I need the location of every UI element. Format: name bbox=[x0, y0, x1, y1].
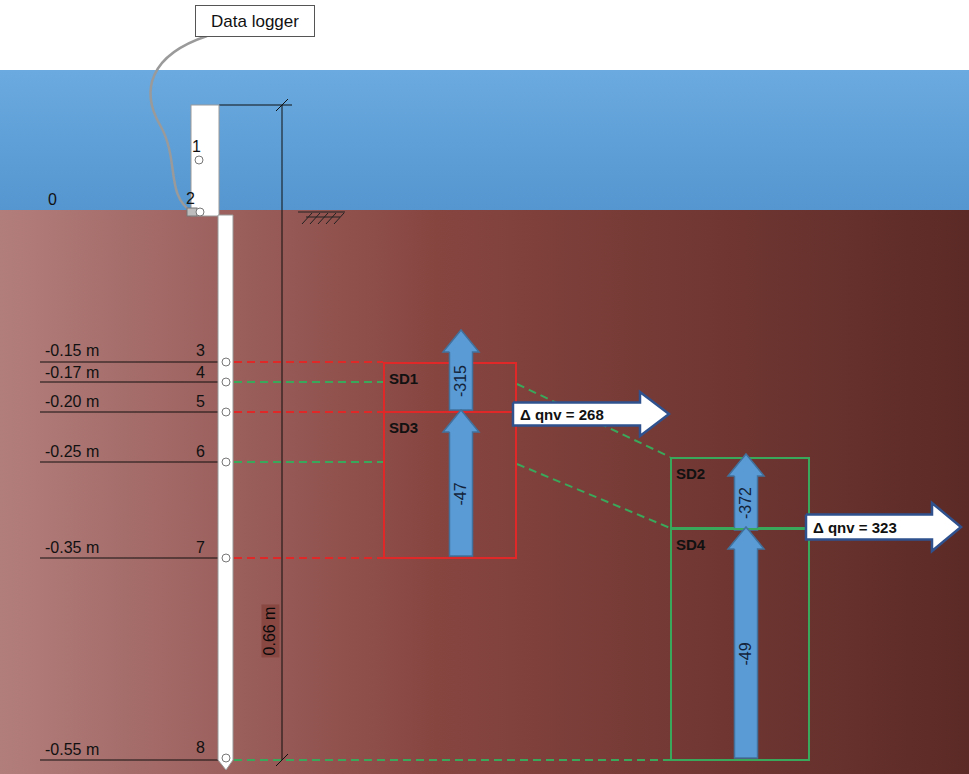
arrow-outline bbox=[443, 410, 479, 556]
depth-line bbox=[40, 382, 218, 383]
depth-line bbox=[40, 362, 218, 363]
sensor bbox=[222, 408, 230, 416]
depth-label: 0 bbox=[48, 192, 57, 208]
depth-line bbox=[40, 462, 218, 463]
dimension-tick bbox=[276, 754, 288, 766]
depth-line bbox=[40, 760, 218, 761]
net-flux-arrow: Δ qnv = 323 bbox=[805, 502, 962, 552]
flux-value: Δ qnv = 323 bbox=[813, 520, 897, 535]
depth-label: 3 bbox=[196, 343, 205, 359]
hatch-line bbox=[334, 213, 344, 224]
flux-value: Δ qnv = 268 bbox=[520, 407, 604, 422]
green-dashed-line bbox=[517, 464, 670, 528]
depth-label: 2 bbox=[186, 191, 195, 207]
sensor bbox=[222, 554, 230, 562]
hatch-line bbox=[298, 212, 345, 213]
arrow-outline bbox=[443, 330, 479, 410]
flux-value: -49 bbox=[738, 642, 754, 665]
soil-layer bbox=[0, 210, 969, 774]
green-dashed-line bbox=[234, 461, 383, 463]
dimension-line bbox=[282, 105, 283, 760]
green-dashed-line bbox=[234, 381, 383, 383]
sensor bbox=[222, 458, 230, 466]
net-flux-arrow: Δ qnv = 268 bbox=[512, 391, 670, 437]
flux-arrow: -49 bbox=[728, 527, 764, 758]
depth-label: -0.17 m bbox=[45, 365, 99, 381]
box-label: Data logger bbox=[211, 13, 299, 30]
sensor bbox=[222, 378, 230, 386]
flux-value: -372 bbox=[738, 487, 754, 519]
box-label: SD4 bbox=[676, 537, 705, 552]
depth-label: 4 bbox=[196, 365, 205, 381]
hatch-line bbox=[302, 213, 312, 224]
hatch-line bbox=[306, 217, 340, 218]
arrow-outline bbox=[728, 527, 764, 758]
arrow-outline bbox=[728, 454, 764, 530]
flux-arrow: -372 bbox=[728, 454, 764, 530]
depth-label: -0.25 m bbox=[45, 444, 99, 460]
red-dashed-line bbox=[234, 411, 383, 413]
sensor bbox=[222, 358, 230, 366]
hatch-line bbox=[318, 213, 328, 224]
depth-label: -0.20 m bbox=[45, 394, 99, 410]
sensors bbox=[195, 156, 230, 762]
box-label: SD3 bbox=[389, 420, 418, 435]
sensor-leaders bbox=[234, 362, 670, 760]
depth-label: 7 bbox=[196, 540, 205, 556]
ground-hatch bbox=[298, 212, 345, 224]
depth-label: -0.15 m bbox=[45, 343, 99, 359]
box-label: SD2 bbox=[676, 466, 705, 481]
sensor bbox=[195, 156, 203, 164]
depth-line bbox=[40, 558, 218, 559]
probe-tube bbox=[218, 215, 233, 770]
probe-head bbox=[191, 105, 219, 216]
red-dashed-line bbox=[234, 557, 383, 559]
sensor bbox=[222, 754, 230, 762]
sub-domain-box: SD4 -49 bbox=[670, 528, 810, 761]
sub-domain-box: SD2 -372 bbox=[670, 457, 810, 529]
depth-label: -0.55 m bbox=[45, 742, 99, 758]
flux-value: -47 bbox=[453, 482, 469, 505]
box-label: SD1 bbox=[389, 371, 418, 386]
sensor bbox=[196, 208, 204, 216]
depth-label: 1 bbox=[192, 139, 201, 155]
sub-domain-box: SD3 -47 bbox=[383, 411, 517, 559]
hatch-line bbox=[310, 213, 320, 224]
depth-line bbox=[40, 412, 218, 413]
red-dashed-line bbox=[234, 361, 383, 363]
flux-arrow: -47 bbox=[443, 410, 479, 556]
flux-value: -315 bbox=[453, 365, 469, 397]
depth-label: 6 bbox=[196, 444, 205, 460]
sub-domain-box: SD1 -315 bbox=[383, 362, 517, 413]
arrow-outline bbox=[513, 392, 669, 436]
water-layer bbox=[0, 70, 969, 211]
flux-arrow: -315 bbox=[443, 330, 479, 410]
depth-label: 5 bbox=[196, 394, 205, 410]
arrow-outline bbox=[806, 503, 961, 551]
probe bbox=[187, 105, 233, 770]
logger-box: Data logger bbox=[195, 5, 315, 37]
dimension-label: 0.66 m bbox=[261, 605, 279, 658]
depth-label: -0.35 m bbox=[45, 540, 99, 556]
depth-label: 8 bbox=[196, 740, 205, 756]
depth-lines bbox=[40, 362, 218, 760]
green-dashed-line bbox=[234, 759, 670, 761]
dimension-tick bbox=[276, 99, 288, 111]
hatch-line bbox=[326, 213, 336, 224]
